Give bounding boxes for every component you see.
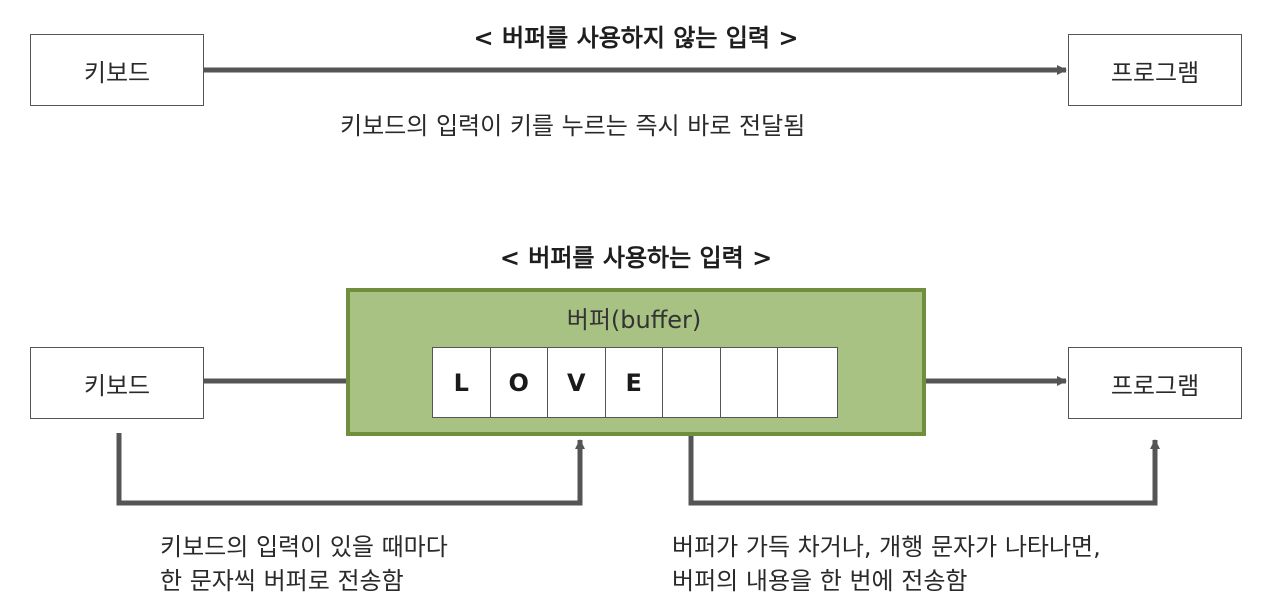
right-elbow-connector bbox=[688, 433, 1160, 506]
top-caption: 키보드의 입력이 키를 누르는 즉시 바로 전달됨 bbox=[340, 112, 806, 140]
buffer-cell: E bbox=[606, 348, 663, 417]
buffer-cell bbox=[778, 348, 836, 417]
buffer-cells: L O V E bbox=[432, 347, 838, 418]
left-note-line: 키보드의 입력이 있을 때마다 bbox=[160, 533, 448, 561]
top-program-box: 프로그램 bbox=[1068, 34, 1242, 106]
left-elbow-connector bbox=[116, 433, 585, 506]
right-note-line: 버퍼가 가득 차거나, 개행 문자가 나타나면, bbox=[672, 533, 1101, 561]
right-note: 버퍼가 가득 차거나, 개행 문자가 나타나면, 버퍼의 내용을 한 번에 전송… bbox=[672, 530, 1101, 598]
buffer-cell: V bbox=[548, 348, 606, 417]
buffer-cell bbox=[721, 348, 778, 417]
bottom-section-title: < 버퍼를 사용하는 입력 > bbox=[499, 244, 773, 272]
left-note-line: 한 문자씩 버퍼로 전송함 bbox=[160, 567, 404, 595]
bottom-program-box: 프로그램 bbox=[1068, 347, 1242, 419]
buffer-cell: O bbox=[491, 348, 548, 417]
buffer-cell: L bbox=[433, 348, 491, 417]
right-note-line: 버퍼의 내용을 한 번에 전송함 bbox=[672, 567, 968, 595]
buffer-cell bbox=[663, 348, 721, 417]
buffer-label: 버퍼(buffer) bbox=[566, 306, 702, 334]
top-keyboard-box: 키보드 bbox=[30, 34, 204, 106]
left-note: 키보드의 입력이 있을 때마다 한 문자씩 버퍼로 전송함 bbox=[160, 530, 448, 598]
top-section-title: < 버퍼를 사용하지 않는 입력 > bbox=[473, 24, 799, 52]
bottom-keyboard-box: 키보드 bbox=[30, 347, 204, 419]
